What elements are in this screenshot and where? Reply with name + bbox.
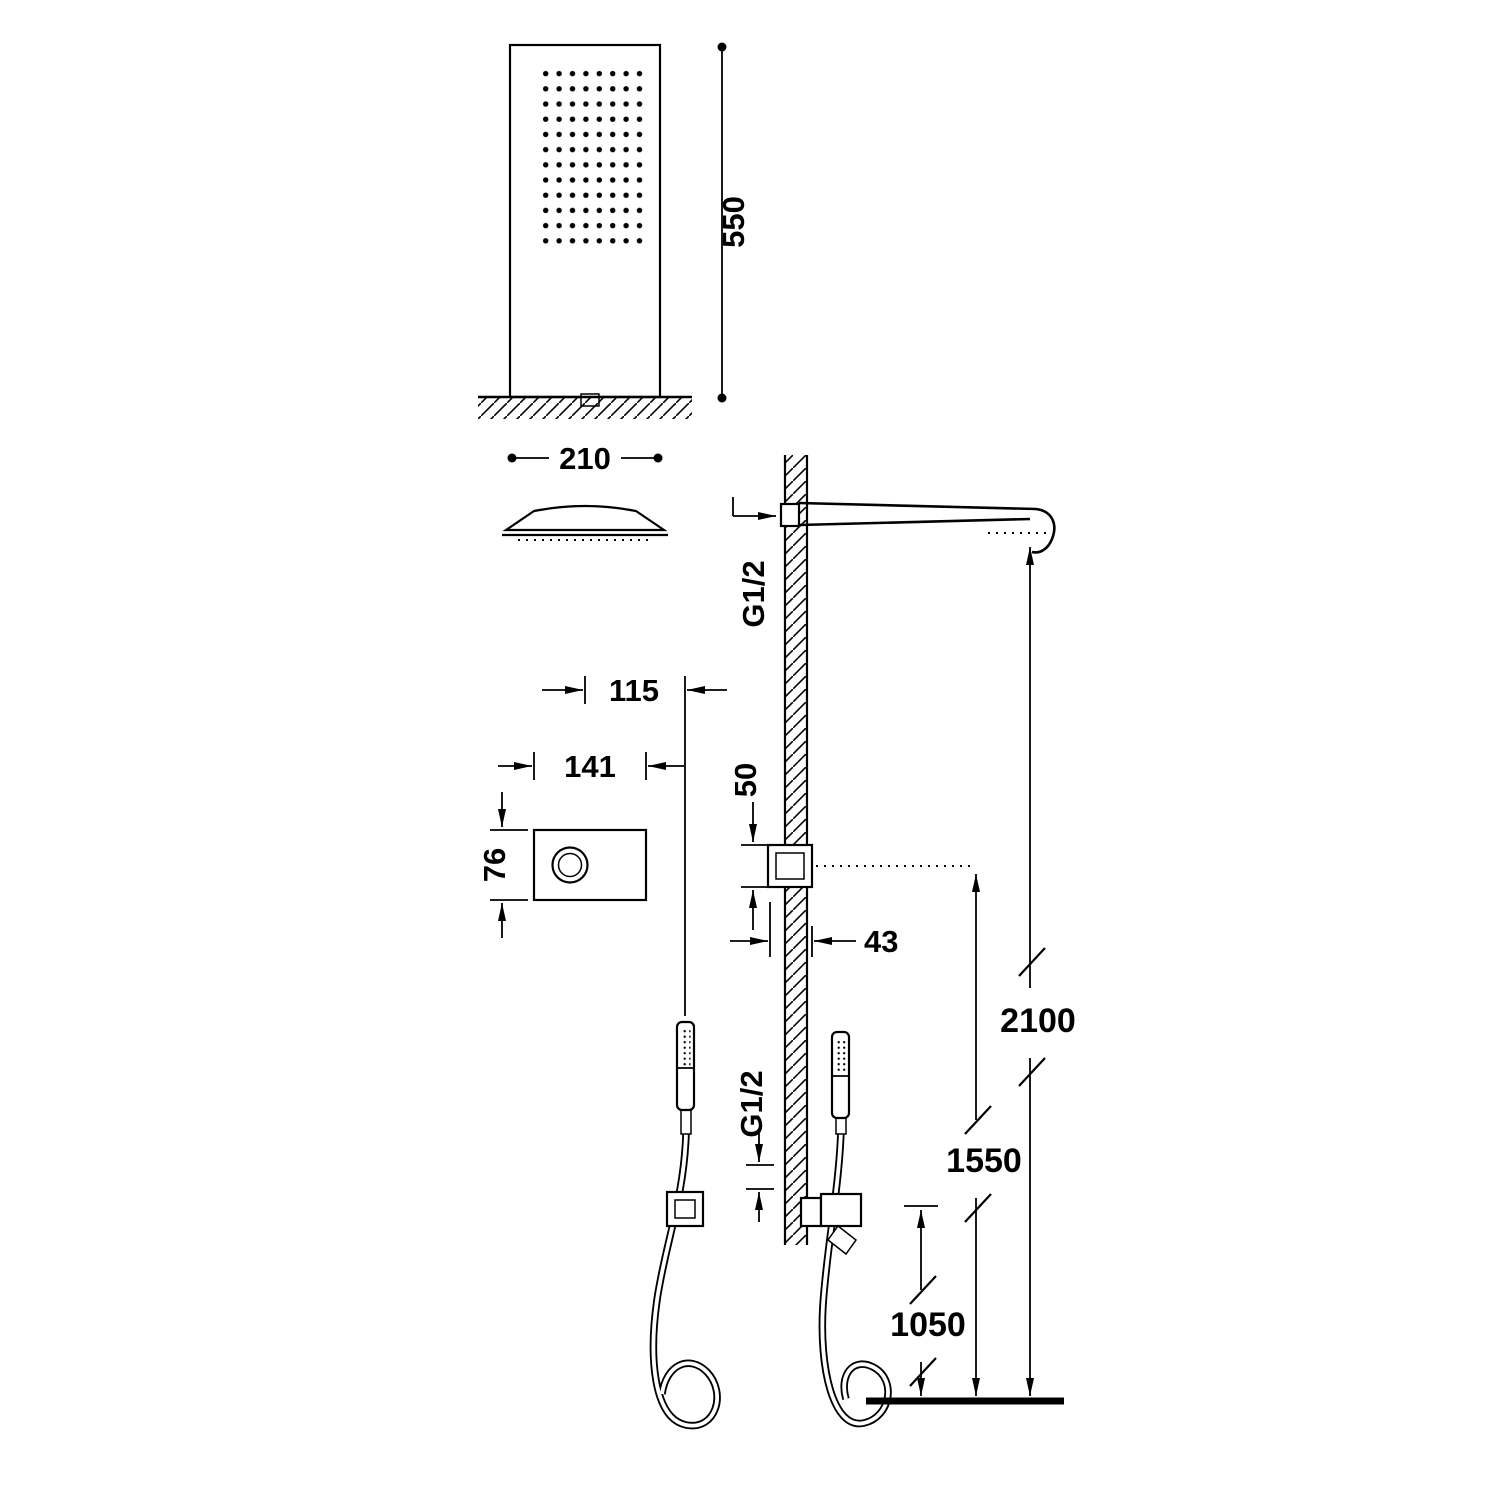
hose-right-outline (818, 1129, 892, 1428)
dimension-outlet-height-1550: 1550 (946, 874, 1022, 1396)
wall-outlet-box (766, 843, 972, 889)
handshower-right (799, 1030, 892, 1428)
shower-head-side-profile (502, 504, 668, 541)
dimension-outlet-height: 50 (728, 763, 767, 930)
dim-dot-bottom (717, 393, 727, 403)
arm-end-curve (1031, 507, 1056, 554)
outlet-box-inner (775, 852, 805, 880)
dim-label-76: 76 (477, 848, 512, 882)
control-unit-body (532, 828, 648, 902)
dimension-control-width: 141 (498, 749, 684, 784)
control-unit (532, 828, 648, 902)
arm-wall-connector (779, 502, 801, 528)
hose-right-inner (820, 1129, 890, 1426)
handshower-left-holder-inner (674, 1199, 696, 1219)
slash-2100-bottom (1018, 1057, 1046, 1087)
spray-nozzle-pattern (537, 66, 643, 246)
dim-label-handshower-thread: G1/2 (734, 1070, 769, 1137)
handshower-right-outlet-elbow (826, 1224, 858, 1256)
dim-label-210: 210 (559, 441, 611, 476)
dimension-head-height: 550 (716, 42, 751, 403)
dim-dot-right (653, 453, 663, 463)
dimension-arm-height-2100: 2100 (1000, 547, 1076, 1396)
dim-label-1050: 1050 (890, 1306, 966, 1344)
dimension-handshower-height-1050: 1050 (890, 1205, 966, 1396)
arm-top-edge (798, 501, 1037, 511)
floor-hatch (478, 397, 692, 419)
slash-1050-bottom (909, 1357, 937, 1387)
dim-label-2100: 2100 (1000, 1002, 1076, 1040)
handshower-left (649, 1020, 721, 1430)
handshower-right-holder (819, 1192, 863, 1228)
dim-label-50: 50 (728, 763, 763, 797)
profile-cap (502, 504, 668, 532)
dim-dot-top (717, 42, 727, 52)
dimension-outlet-depth: 43 (730, 902, 898, 959)
slash-1050-top (909, 1275, 937, 1305)
dim-label-115: 115 (609, 673, 659, 708)
shower-head-front-view (478, 43, 692, 419)
hose-left-inner (651, 1133, 719, 1428)
control-knob-inner (557, 852, 583, 878)
handshower-right-wall-fitting (799, 1196, 823, 1228)
dimension-control-height: 76 (477, 792, 528, 938)
dimension-handshower-offset: 115 (542, 673, 727, 1016)
slash-2100-top (1018, 947, 1046, 977)
dimension-handshower-thread: G1/2 (734, 1070, 774, 1222)
shower-arm: G1/2 (732, 497, 1056, 628)
dimension-head-width: 210 (507, 441, 663, 476)
arm-bottom-edge (798, 517, 1031, 527)
dim-label-arm-thread: G1/2 (736, 560, 771, 627)
handshower-left-stem (680, 1107, 692, 1135)
dim-label-550: 550 (716, 196, 751, 248)
dim-dot-left (507, 453, 517, 463)
handshower-left-spray-texture (680, 1028, 691, 1066)
dim-label-1550: 1550 (946, 1142, 1022, 1180)
dim-label-43: 43 (864, 924, 898, 959)
dim-label-141: 141 (564, 749, 616, 784)
slash-1550-bottom (964, 1193, 992, 1223)
handshower-right-spray-texture (835, 1038, 846, 1074)
slash-1550-top (964, 1105, 992, 1135)
